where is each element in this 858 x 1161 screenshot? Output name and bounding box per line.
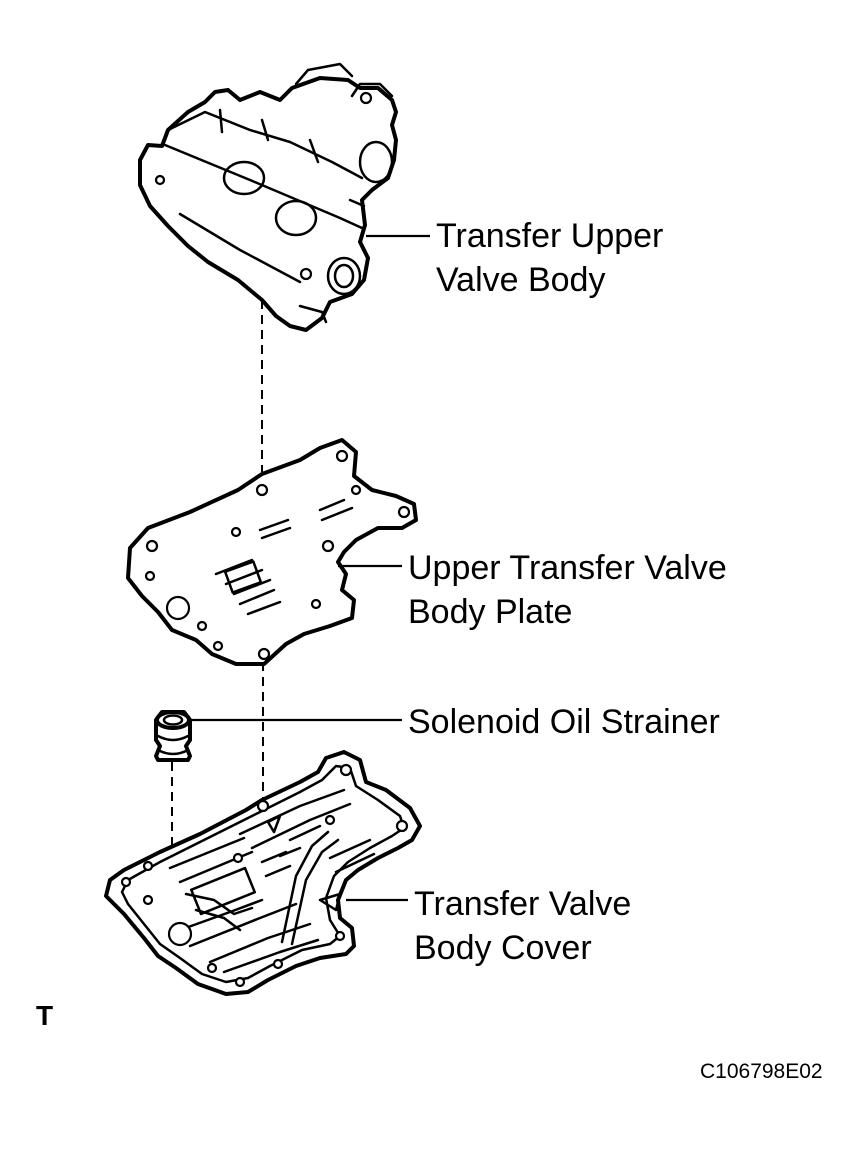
solenoid-oil-strainer: [154, 710, 192, 762]
label-upper-valve-body-line2: Valve Body: [436, 261, 606, 299]
label-strainer: Solenoid Oil Strainer: [408, 703, 720, 741]
figure-code: C106798E02: [700, 1060, 823, 1083]
view-marker: T: [36, 1000, 54, 1031]
label-cover-line2: Body Cover: [414, 929, 592, 967]
label-body-plate-line2: Body Plate: [408, 593, 573, 631]
label-cover-line1: Transfer Valve: [414, 885, 632, 923]
transfer-upper-valve-body: [138, 62, 398, 332]
label-body-plate-line1: Upper Transfer Valve: [408, 549, 727, 587]
upper-transfer-valve-body-plate: [126, 438, 418, 666]
label-upper-valve-body-line1: Transfer Upper: [436, 217, 664, 255]
transfer-valve-body-cover: [104, 750, 422, 996]
